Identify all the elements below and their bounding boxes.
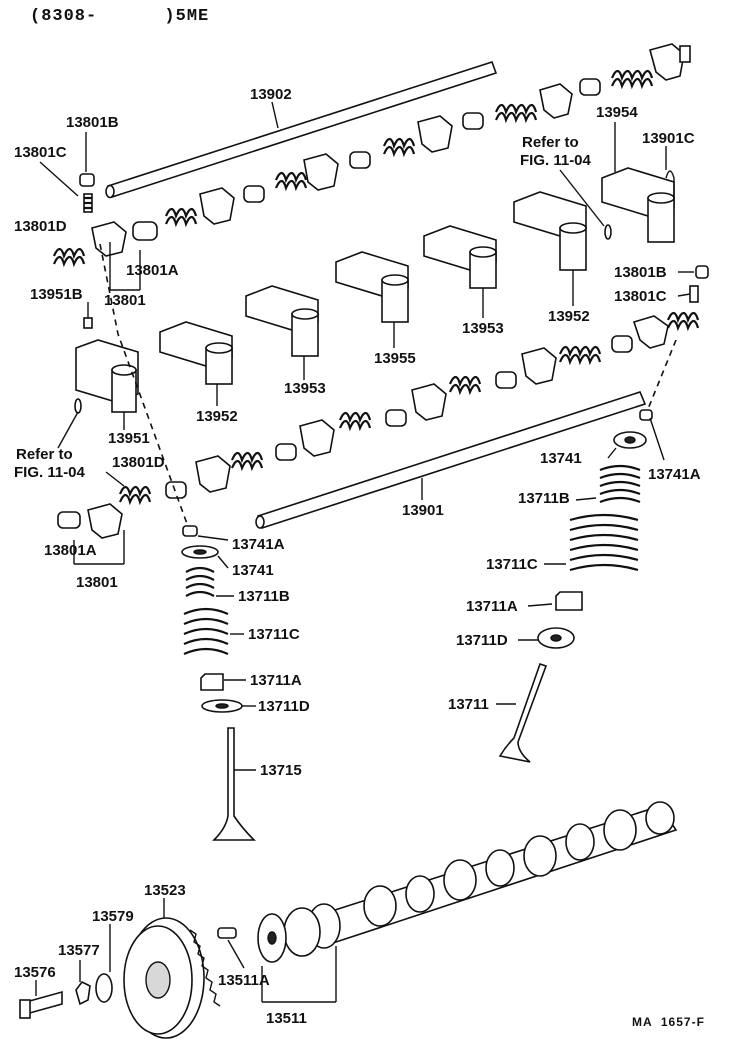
label-13523: 13523 xyxy=(144,882,186,899)
label-13579: 13579 xyxy=(92,908,134,925)
label-13901: 13901 xyxy=(402,502,444,519)
label-13711B-right: 13711B xyxy=(518,490,570,507)
label-13951B: 13951B xyxy=(30,286,83,303)
timing-gear xyxy=(19,917,221,1039)
label-13577: 13577 xyxy=(58,942,100,959)
label-13801B-right: 13801B xyxy=(614,264,667,281)
refer-right-line2: FIG. 11-04 xyxy=(520,152,591,169)
label-13953-left: 13953 xyxy=(284,380,326,397)
label-13511A: 13511A xyxy=(218,972,270,989)
label-13952-left: 13952 xyxy=(196,408,238,425)
label-13801A-left: 13801A xyxy=(44,542,97,559)
label-13711A-right: 13711A xyxy=(466,598,518,615)
refer-left-line2: FIG. 11-04 xyxy=(14,464,85,481)
rocker-supports xyxy=(74,167,675,414)
label-13741A-left: 13741A xyxy=(232,536,285,553)
refer-left-line1: Refer to xyxy=(16,446,73,463)
lower-rocker-assembly xyxy=(57,265,709,539)
label-13711: 13711 xyxy=(448,696,489,713)
label-13715: 13715 xyxy=(260,762,302,779)
camshaft xyxy=(217,801,678,963)
upper-rocker-assembly xyxy=(52,43,691,268)
label-13711D-left: 13711D xyxy=(258,698,310,715)
footer-ref: MA 1657-F xyxy=(632,1015,705,1029)
rocker-shaft-lower xyxy=(255,391,647,530)
label-13902: 13902 xyxy=(250,86,292,103)
left-valve-stack xyxy=(181,525,256,841)
label-13952-right: 13952 xyxy=(548,308,590,325)
label-13741-left: 13741 xyxy=(232,562,274,579)
label-13801C-right: 13801C xyxy=(614,288,667,305)
refer-right-line1: Refer to xyxy=(522,134,579,151)
label-13954: 13954 xyxy=(596,104,638,121)
label-13711C-left: 13711C xyxy=(248,626,300,643)
label-13801B-top: 13801B xyxy=(66,114,119,131)
label-13711A-left: 13711A xyxy=(250,672,302,689)
label-13801A-top: 13801A xyxy=(126,262,179,279)
label-13951: 13951 xyxy=(108,430,150,447)
label-13711D-right: 13711D xyxy=(456,632,508,649)
label-13741-right: 13741 xyxy=(540,450,582,467)
label-13576: 13576 xyxy=(14,964,56,981)
header-code: (8308- )5ME xyxy=(30,7,210,26)
label-13711B-left: 13711B xyxy=(238,588,290,605)
label-13741A-right: 13741A xyxy=(648,466,701,483)
label-13801-left: 13801 xyxy=(76,574,118,591)
label-13711C-right: 13711C xyxy=(486,556,538,573)
label-13511: 13511 xyxy=(266,1010,307,1027)
label-13953-right: 13953 xyxy=(462,320,504,337)
label-13801D-mid: 13801D xyxy=(112,454,165,471)
rocker-shaft-upper xyxy=(105,61,498,199)
label-13901C: 13901C xyxy=(642,130,695,147)
label-13801-top: 13801 xyxy=(104,292,146,309)
label-13801C-top: 13801C xyxy=(14,144,67,161)
right-valve-stack xyxy=(498,409,653,763)
label-13801D-top: 13801D xyxy=(14,218,67,235)
label-13955: 13955 xyxy=(374,350,416,367)
